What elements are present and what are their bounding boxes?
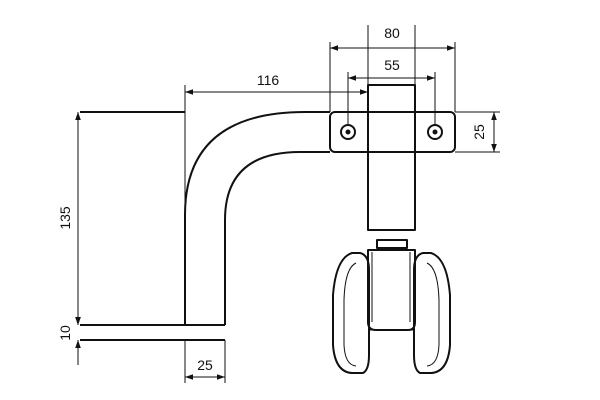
dimension-label-25-bottom: 25 (197, 357, 213, 373)
dimension-arm-width: 116 (184, 72, 368, 325)
dimension-label-116: 116 (257, 72, 280, 88)
l-arm (80, 111, 330, 341)
bracket-hole-right (427, 124, 443, 140)
mounting-bracket (329, 84, 500, 231)
dimension-bracket-width: 80 (329, 25, 456, 112)
dimension-label-80: 80 (384, 25, 400, 41)
caster-wheel (332, 239, 451, 374)
nut (376, 239, 408, 249)
dimension-foot-thickness: 10 (57, 300, 81, 365)
stem (367, 84, 416, 231)
dimension-arm-height: 135 (57, 112, 81, 325)
dimension-label-135: 135 (57, 206, 73, 230)
dimension-label-10: 10 (57, 325, 73, 341)
bracket-hole-left (340, 124, 356, 140)
dimension-label-25-right: 25 (471, 124, 487, 140)
dimension-label-55: 55 (384, 57, 400, 73)
dimension-foot-width: 25 (184, 340, 226, 383)
dimension-hole-spacing: 55 (347, 57, 436, 125)
dimension-bracket-height: 25 (471, 112, 497, 152)
